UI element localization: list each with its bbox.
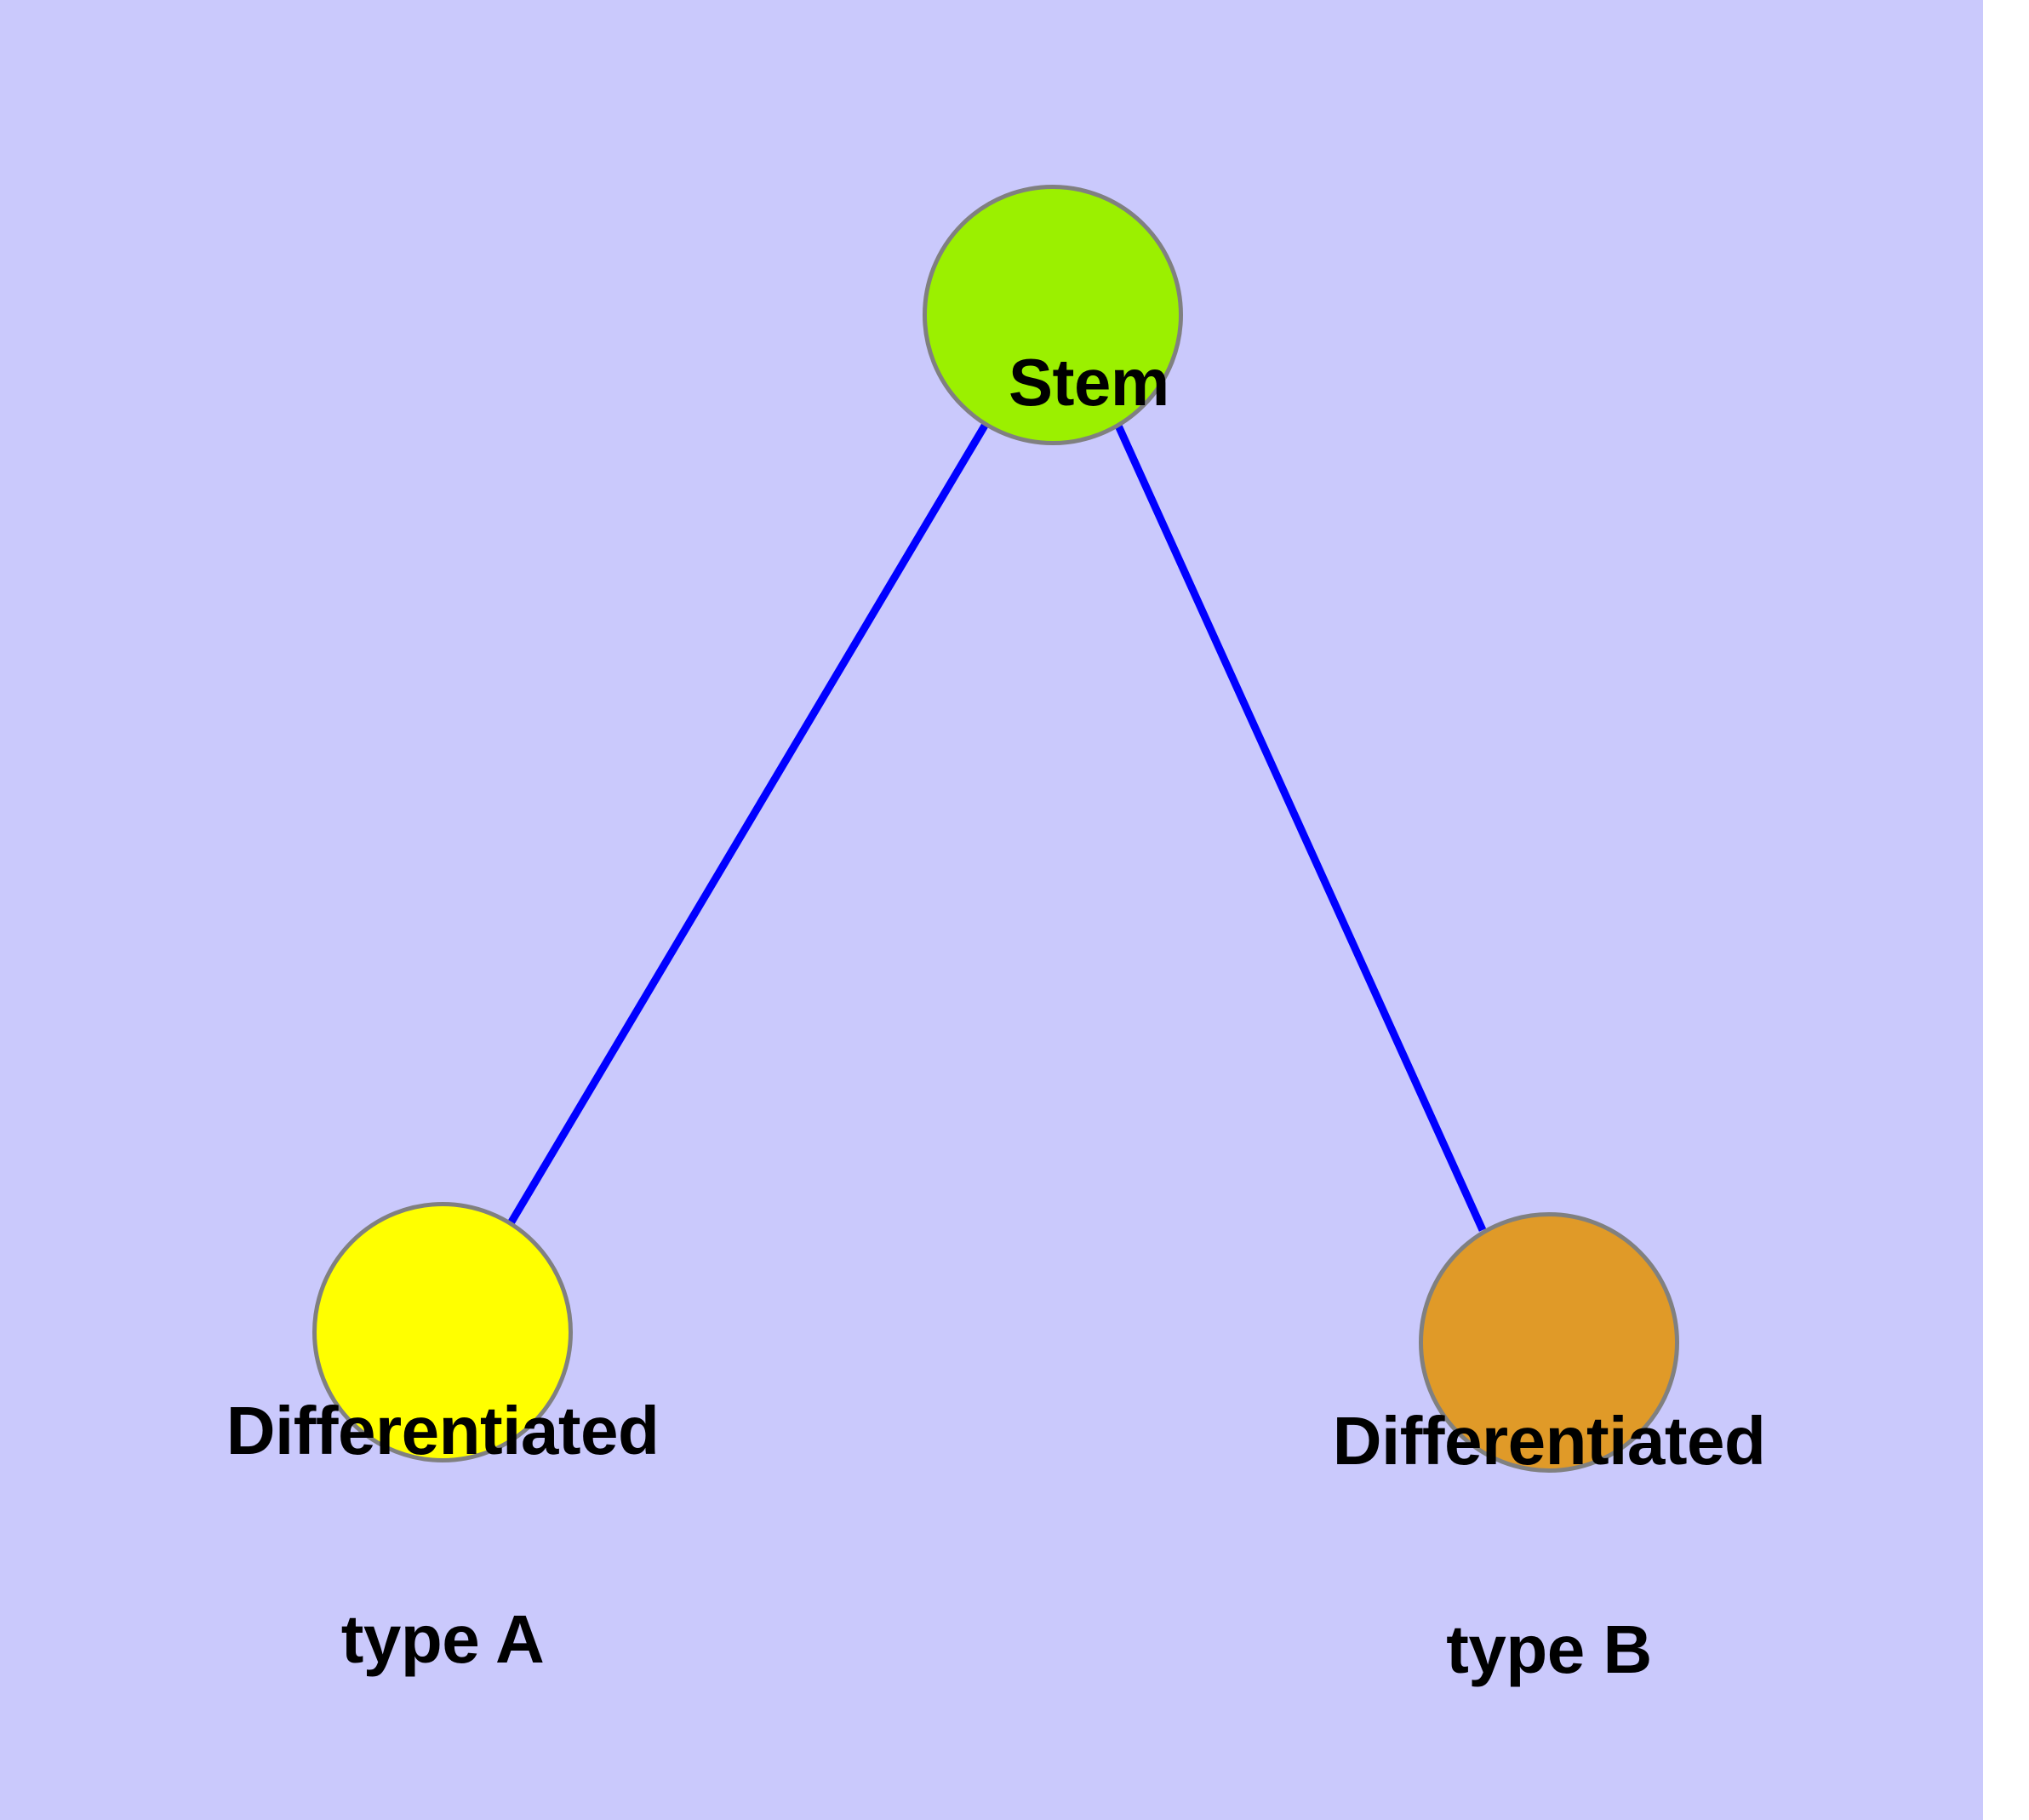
node-differentiated-type-b[interactable] bbox=[1419, 1212, 1679, 1473]
node-differentiated-type-a[interactable] bbox=[312, 1202, 573, 1462]
edge-stem-to-diff-a bbox=[507, 423, 988, 1226]
edge-stem-to-diff-b bbox=[1114, 424, 1487, 1232]
node-stem[interactable] bbox=[923, 185, 1183, 445]
edge-layer bbox=[507, 423, 1487, 1232]
node-layer bbox=[312, 185, 1679, 1473]
